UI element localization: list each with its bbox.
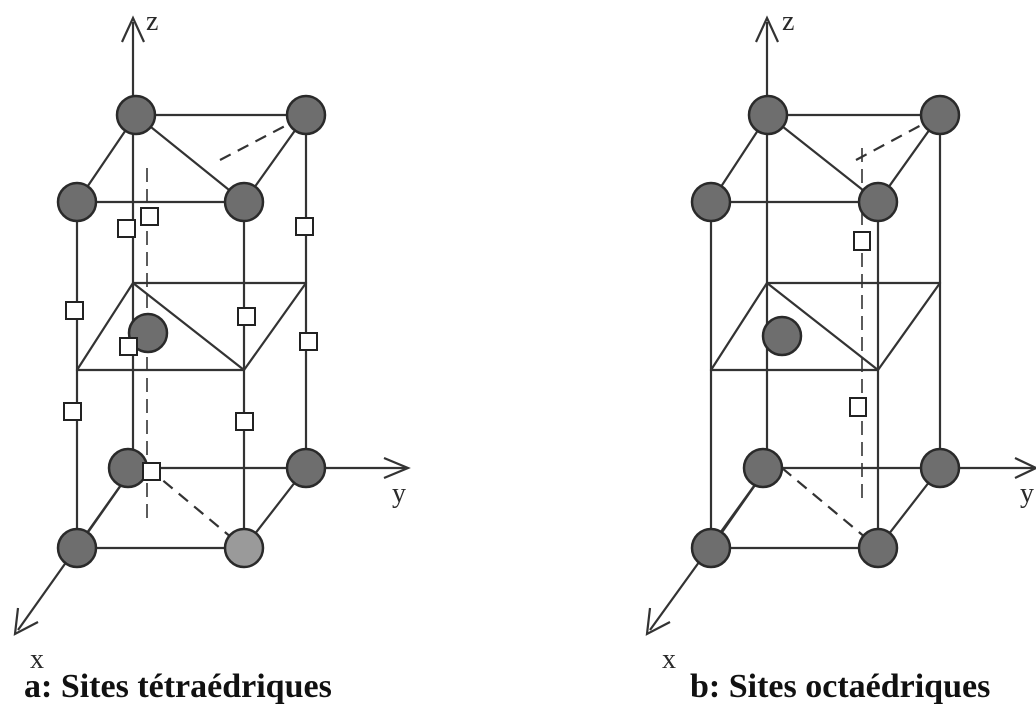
atom: [115, 94, 157, 136]
tetrahedral-site: [235, 412, 254, 431]
panel-a-y-arrowhead: [383, 456, 411, 480]
tetrahedral-site: [299, 332, 318, 351]
atom: [857, 527, 899, 569]
atom: [690, 181, 732, 223]
tetrahedral-site: [142, 462, 161, 481]
panel-b-sites: [849, 231, 871, 417]
panel-a-x-arrowhead: [13, 607, 39, 636]
atom: [107, 447, 149, 489]
tetrahedral-site: [117, 219, 136, 238]
panel-b-octahedral: z y x: [645, 6, 1036, 675]
tetrahedral-site: [140, 207, 159, 226]
atom: [742, 447, 784, 489]
atom: [285, 94, 327, 136]
panel-a-axes: z y x: [13, 6, 411, 675]
atom: [285, 447, 327, 489]
panel-a-z-arrowhead: [121, 15, 145, 43]
atom: [857, 181, 899, 223]
tetrahedral-site: [63, 402, 82, 421]
panel-a-z-label: z: [146, 6, 158, 37]
tetrahedral-site: [237, 307, 256, 326]
octahedral-site: [849, 397, 867, 417]
panel-b-cell-edges: [709, 113, 942, 550]
atom: [919, 94, 961, 136]
panel-b-atoms: [690, 94, 961, 569]
panel-b-x-label: x: [662, 644, 676, 675]
panel-b-y-arrowhead: [1014, 457, 1036, 479]
panel-b-z-label: z: [782, 6, 794, 37]
atom: [761, 315, 803, 357]
atom: [919, 447, 961, 489]
panel-b-caption: b: Sites octaédriques: [690, 668, 991, 705]
atom: [223, 181, 265, 223]
atom: [56, 527, 98, 569]
panel-a-cell-edges: [75, 113, 308, 550]
panel-b-z-arrowhead: [755, 15, 779, 43]
atom: [223, 527, 265, 569]
atom: [127, 312, 169, 354]
octahedral-site: [853, 231, 871, 251]
atom: [56, 181, 98, 223]
panel-a-tetrahedral: z y x: [13, 6, 411, 675]
tetrahedral-site: [119, 337, 138, 356]
panel-b-x-arrowhead: [645, 607, 671, 636]
panel-a-caption: a: Sites tétraédriques: [24, 668, 332, 705]
tetrahedral-site: [295, 217, 314, 236]
panel-b-y-label: y: [1020, 478, 1034, 509]
atom: [690, 527, 732, 569]
panel-a-sites: [63, 207, 318, 481]
panel-a-y-label: y: [392, 478, 406, 509]
panel-a-atoms: [56, 94, 327, 569]
atom: [747, 94, 789, 136]
tetrahedral-site: [65, 301, 84, 320]
panel-a-x-label: x: [30, 644, 44, 675]
